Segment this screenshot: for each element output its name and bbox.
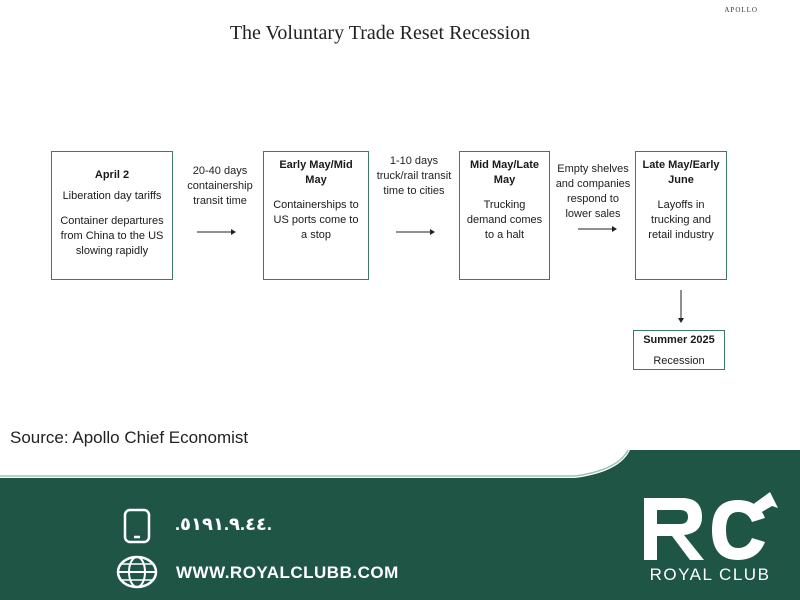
stage-box-mid-may: Mid May/Late May Trucking demand comes t… <box>459 151 550 280</box>
apollo-brand-tag: APOLLO <box>724 6 758 14</box>
transition-note: 1-10 days truck/rail transit time to cit… <box>376 155 452 197</box>
stage-text: Liberation day tariffs <box>62 190 162 202</box>
arrow-right-icon <box>578 226 617 232</box>
stage-box-late-may: Late May/Early June Layoffs in trucking … <box>635 151 727 280</box>
arrow-right-icon <box>197 229 236 235</box>
website-link[interactable]: WWW.ROYALCLUBB.COM <box>176 563 399 582</box>
transition-note: 20-40 days containership transit time <box>187 165 253 207</box>
stage-box-april: April 2 Liberation day tariffs Container… <box>51 151 173 280</box>
royal-club-logo-icon <box>644 492 778 560</box>
source-caption: Source: Apollo Chief Economist <box>10 428 249 447</box>
stage-text: Container departures from China to the U… <box>60 215 164 257</box>
stage-head: Early May/Mid May <box>279 159 353 186</box>
stage-head: April 2 <box>94 169 130 181</box>
arrow-down-icon <box>678 290 684 323</box>
diagram-title: The Voluntary Trade Reset Recession <box>229 22 531 44</box>
logo-text: ROYAL CLUB <box>649 565 771 584</box>
arrow-right-icon <box>396 229 435 235</box>
stage-text: Containerships to US ports come to a sto… <box>273 199 359 241</box>
transition-note: Empty shelves and companies respond to l… <box>555 163 631 220</box>
stage-head: Summer 2025 <box>643 334 715 346</box>
stage-box-summer: Summer 2025 Recession <box>633 330 725 370</box>
stage-box-early-may: Early May/Mid May Containerships to US p… <box>263 151 369 280</box>
phone-icon <box>123 508 151 544</box>
phone-number: .٥١٩١.٩.٤٤. <box>175 514 272 534</box>
footer-band <box>0 450 800 600</box>
stage-head: Late May/Early June <box>642 159 720 186</box>
stage-head: Mid May/Late May <box>469 159 540 186</box>
stage-text: Layoffs in trucking and retail industry <box>648 199 714 241</box>
stage-text: Recession <box>653 355 705 367</box>
stage-text: Trucking demand comes to a halt <box>466 199 543 241</box>
globe-icon <box>116 555 158 589</box>
